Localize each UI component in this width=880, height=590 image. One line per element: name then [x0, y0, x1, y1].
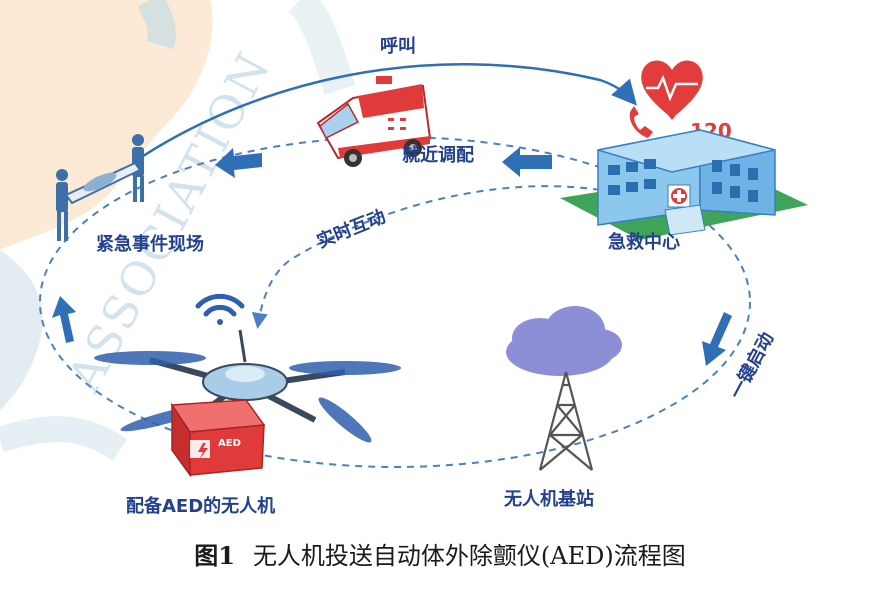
drone-base-station-label: 无人机基站 [504, 488, 594, 510]
svg-text:AED: AED [218, 438, 241, 449]
call-label: 呼叫 [380, 36, 416, 57]
hospital-icon [560, 129, 808, 240]
realtime-dashed-path [251, 185, 601, 329]
aed-box-icon: AED [170, 399, 266, 478]
figure-caption: 图1 无人机投送自动体外除颤仪(AED)流程图 [0, 536, 880, 571]
phone-icon [629, 106, 653, 138]
flow-direction-arrows [52, 147, 732, 366]
realtime-interaction-label: 实时互动 [314, 205, 389, 252]
figure-number: 图1 [194, 541, 235, 570]
cloud-icon [506, 306, 622, 376]
signal-tower-icon [538, 371, 594, 471]
drone-icon [94, 329, 401, 443]
stretcher-team-icon [56, 134, 144, 241]
emergency-scene-label: 紧急事件现场 [96, 233, 204, 255]
background-map-decoration [0, 0, 356, 461]
ambulance-icon [316, 76, 432, 167]
emergency-center-label: 急救中心 [608, 231, 680, 253]
one-click-start-label: 一键启动 [725, 328, 778, 402]
drone-with-aed-label: 配备AED的无人机 [126, 495, 275, 517]
figure-title: 无人机投送自动体外除颤仪(AED)流程图 [252, 542, 686, 570]
dispatch-nearby-label: 就近调配 [402, 144, 474, 166]
wifi-icon [195, 293, 245, 325]
call-arrow [139, 63, 637, 160]
heart-icon [641, 60, 703, 120]
